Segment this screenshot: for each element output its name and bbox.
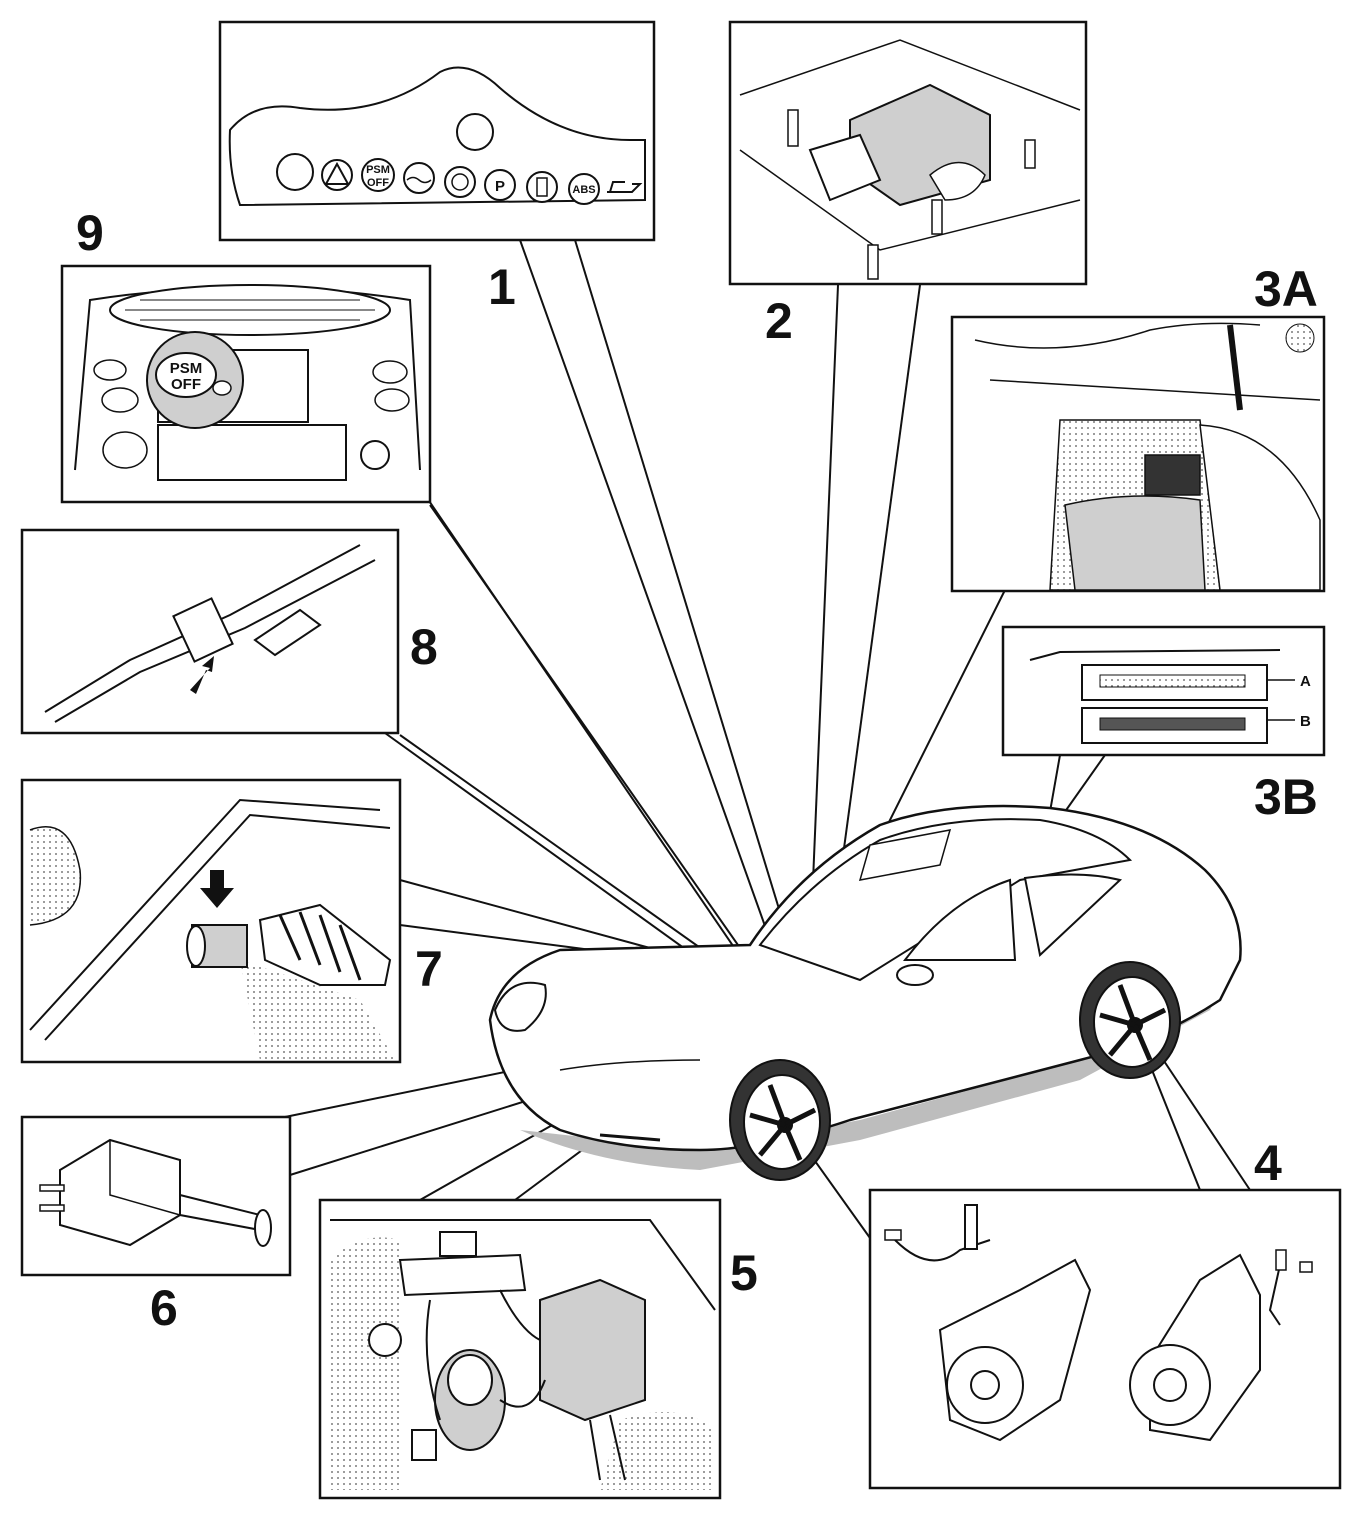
pointer-arrow-icon bbox=[200, 870, 234, 908]
abs-indicator-text: ABS bbox=[572, 184, 595, 196]
panel-8-steering-sensor bbox=[20, 528, 400, 735]
panel-3a-console-connector bbox=[950, 315, 1326, 593]
warning-triangle-icon bbox=[321, 159, 353, 191]
panel-6-brake-switch bbox=[20, 1115, 292, 1277]
psm-button-line2: OFF bbox=[171, 376, 201, 393]
parking-brake-icon: P bbox=[484, 169, 516, 201]
panel-7-brake-pedal-switch bbox=[20, 778, 402, 1064]
callout-9: 9 bbox=[76, 205, 104, 261]
psm-indicator-line2: OFF bbox=[367, 177, 389, 189]
panel-9-center-console: PSM OFF bbox=[60, 264, 432, 504]
brake-circle-icon bbox=[444, 166, 476, 198]
callout-4: 4 bbox=[1254, 1135, 1282, 1191]
panel-5-hydraulic-unit bbox=[318, 1198, 722, 1500]
parking-brake-letter: P bbox=[495, 178, 505, 195]
callout-labels: 1 2 3A 3B 4 5 6 7 8 9 bbox=[76, 205, 1318, 1336]
psm-indicator-line1: PSM bbox=[366, 164, 390, 176]
callout-3b: 3B bbox=[1254, 769, 1318, 825]
front-wheel bbox=[729, 1059, 831, 1181]
psm-off-indicator-icon: PSM OFF bbox=[361, 158, 395, 192]
oil-pressure-icon bbox=[607, 181, 643, 193]
callout-6: 6 bbox=[150, 1280, 178, 1336]
callout-1: 1 bbox=[488, 259, 516, 315]
rear-wheel bbox=[1079, 961, 1181, 1079]
callout-7: 7 bbox=[415, 941, 443, 997]
abs-indicator-icon: ABS bbox=[568, 173, 600, 205]
psm-off-button[interactable]: PSM OFF bbox=[146, 331, 244, 429]
panel-4-wheel-speed-sensors bbox=[868, 1188, 1342, 1490]
brake-pad-icon bbox=[526, 171, 558, 203]
callout-5: 5 bbox=[730, 1245, 758, 1301]
connector-marker-a: A bbox=[1300, 673, 1311, 690]
psm-button-line1: PSM bbox=[170, 360, 203, 377]
panel-1-warning-lights: PSM OFF P ABS bbox=[218, 20, 656, 242]
coolant-icon bbox=[403, 162, 435, 194]
connector-marker-b: B bbox=[1300, 713, 1311, 730]
callout-2: 2 bbox=[765, 293, 793, 349]
panel-3b-connectors: A B bbox=[1001, 625, 1326, 757]
callout-8: 8 bbox=[410, 619, 438, 675]
car-illustration bbox=[488, 804, 1242, 1181]
panel-2-control-unit bbox=[728, 20, 1088, 286]
callout-3a: 3A bbox=[1254, 261, 1318, 317]
pointer-arrow-icon bbox=[190, 656, 214, 694]
